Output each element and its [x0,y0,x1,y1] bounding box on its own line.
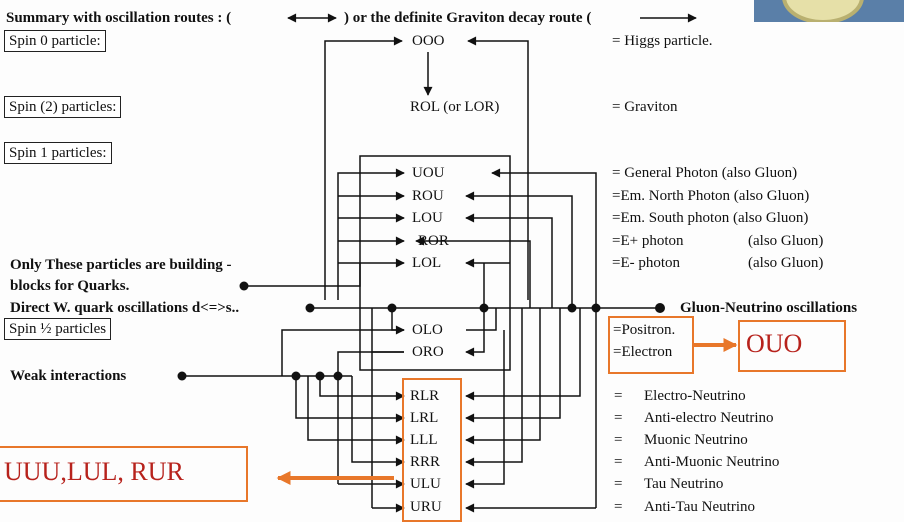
callout-uuu-box [0,446,248,502]
callout-ouo: OUO [746,329,803,358]
callout-uuu: UUU,LUL, RUR [4,457,184,486]
code-spin1-1: ROU [412,188,444,204]
code-neutrino-2: LLL [410,432,438,448]
callout-ouo-box [738,320,846,372]
meaning-lepton-0: =Positron. [613,322,676,338]
header-title-mid: ) or the definite Graviton decay route ( [344,10,592,26]
meaning-neutrino-4: Tau Neutrino [644,476,724,492]
eq-neutrino-2: = [614,432,623,448]
code-spin1-0: UOU [412,165,445,181]
meaning-higgs: = Higgs particle. [612,33,713,49]
meaning-neutrino-0: Electro-Neutrino [644,388,746,404]
code-spin1-3: ROR [418,233,449,249]
eq-neutrino-4: = [614,476,623,492]
label-spin-half: Spin ½ particles [4,318,112,340]
wire-to-higgs-left [324,36,403,300]
code-neutrino-3: RRR [410,454,441,470]
note-gluon-neutrino: Gluon-Neutrino oscillations [680,300,858,316]
meaning-spin1-2: =Em. South photon (also Gluon) [612,210,809,226]
meaning-spin1-0: = General Photon (also Gluon) [612,165,798,181]
label-spin-1: Spin 1 particles: [4,142,112,164]
note-weak-interactions: Weak interactions [10,368,127,384]
meaning-spin1-1: =Em. North Photon (also Gluon) [612,188,810,204]
meaning-spin1-4-also: (also Gluon) [748,255,824,271]
meaning-graviton: = Graviton [612,99,678,115]
eq-neutrino-5: = [614,499,623,515]
meaning-spin1-3: =E+ photon [612,233,684,249]
junction-dots [177,281,665,381]
wire-to-higgs-right [467,36,529,300]
code-lepton-0: OLO [412,322,443,338]
code-neutrino-0: RLR [410,388,440,404]
code-neutrino-4: ULU [410,476,441,492]
code-graviton: ROL (or LOR) [410,99,500,115]
note-direct-w: Direct W. quark oscillations d<=>s.. [10,300,240,316]
meaning-spin1-4: =E- photon [612,255,681,271]
meaning-lepton-1: =Electron [613,344,673,360]
meaning-neutrino-1: Anti-electro Neutrino [644,410,774,426]
photo-corner [754,0,904,22]
code-higgs: OOO [412,33,445,49]
eq-neutrino-1: = [614,410,623,426]
code-spin1-4: LOL [412,255,442,271]
meaning-spin1-3-also: (also Gluon) [748,233,824,249]
header-title-left: Summary with oscillation routes : ( [6,10,232,26]
code-spin1-2: LOU [412,210,443,226]
eq-neutrino-0: = [614,388,623,404]
meaning-neutrino-3: Anti-Muonic Neutrino [644,454,780,470]
eq-neutrino-3: = [614,454,623,470]
label-spin-0: Spin 0 particle: [4,30,106,52]
lepton-meanings-highlight [608,316,694,374]
label-spin-2: Spin (2) particles: [4,96,122,118]
code-lepton-1: ORO [412,344,444,360]
note-building-blocks-1: Only These particles are building - [10,257,232,273]
meaning-neutrino-5: Anti-Tau Neutrino [644,499,756,515]
note-building-blocks-2: blocks for Quarks. [10,278,130,294]
code-neutrino-5: URU [410,499,442,515]
meaning-neutrino-2: Muonic Neutrino [644,432,748,448]
code-neutrino-1: LRL [410,410,439,426]
